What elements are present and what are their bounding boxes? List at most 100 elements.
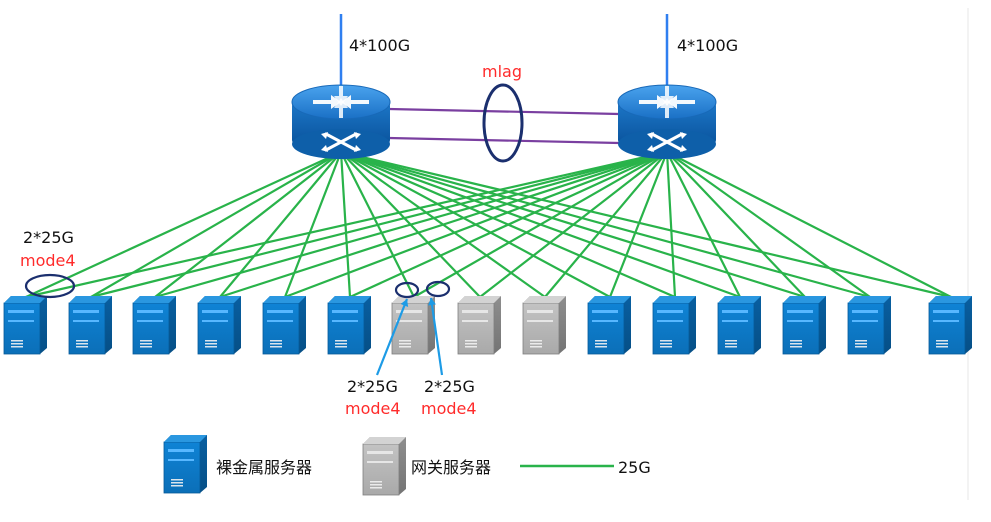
router-arrow-shape [680,145,687,152]
bare-metal-server [928,296,972,355]
server-grill [660,346,672,348]
link-25g-left-router [339,150,953,299]
routers-layer [291,84,717,159]
server-grill [11,340,23,342]
bare-metal-server [652,296,696,355]
legend-bare-metal-server-icon-shape [163,435,207,494]
router-arrow-shape [680,132,687,139]
link-25g-left-router [218,150,343,299]
router-cross-icon [647,132,687,152]
server-grill [76,343,88,345]
server-grill [855,346,867,348]
legend-gateway-server-icon-shape [362,437,406,496]
server-slot [527,320,553,322]
link-25g-right-router [89,150,669,299]
server-grill [205,340,217,342]
server-slot [592,320,618,322]
server-grill [660,340,672,342]
right-uplink-label: 4*100G [677,36,738,55]
server-slot [933,320,959,322]
server-grill [465,340,477,342]
server-slot [202,320,228,322]
server-grill [171,479,183,481]
mlag-bundle-ellipse [482,83,524,163]
server-slot [933,310,959,313]
router-arrow-shape [354,145,361,152]
server-slot [73,320,99,322]
bare-metal-server-top [653,296,696,303]
router-cross-line [324,132,358,152]
bare-metal-server [3,296,47,355]
bare-metal-server-top [718,296,761,303]
router-arrow-shape [639,95,667,109]
server-slot [657,310,683,313]
server-grill [936,343,948,345]
server-grill [335,346,347,348]
server-slot [8,310,34,313]
bare-metal-server-top [164,435,207,442]
link-25g-left-router [339,150,677,299]
gateway-bond-2-mode-label: mode4 [421,399,477,418]
server-grill [465,346,477,348]
server-grill [790,343,802,345]
link-25g-left-router [339,150,807,299]
link-25g-left-router [89,150,343,299]
right-router [617,84,717,159]
router-arrow-shape [660,98,674,118]
server-grill [11,343,23,345]
router-arrow-shape [647,145,654,152]
bare-metal-server-top [4,296,47,303]
router-base [292,129,390,159]
link-25g-left-router [153,150,343,299]
bare-metal-server-top [328,296,371,303]
server-slot [202,310,228,313]
server-grill [76,340,88,342]
server-slot [787,310,813,313]
left-bond-mode-label: mode4 [20,251,76,270]
server-grill [595,343,607,345]
server-grill [11,346,23,348]
bare-metal-server-top [263,296,306,303]
bare-metal-server [132,296,176,355]
left-bond-speed-label: 2*25G [23,228,74,247]
server-slot [267,310,293,313]
server-grill [171,485,183,487]
annotation-arrow-line [375,298,409,376]
router-arrows-icon [639,86,695,118]
server-grill [270,343,282,345]
server-slot [73,310,99,313]
left-router [291,84,391,159]
gateway-server-top [523,296,566,303]
link-25g-left-router [339,150,416,299]
server-slot [332,310,358,313]
legend-gateway-server-icon [362,437,406,496]
server-slot [137,320,163,322]
server-slot [332,320,358,322]
router-arrow-shape [321,145,328,152]
servers-layer [3,296,972,355]
bare-metal-server-top [198,296,241,303]
server-grill [399,346,411,348]
server-grill [399,340,411,342]
gateway-bond-2-arrow [428,297,444,376]
gateway-server [457,296,501,355]
server-grill [725,343,737,345]
left-uplink-label: 4*100G [349,36,410,55]
gateway-server-top [458,296,501,303]
annotations-layer [24,273,451,376]
router-base [618,129,716,159]
server-grill [936,340,948,342]
server-grill [171,482,183,484]
server-grill [855,343,867,345]
server-grill [530,340,542,342]
link-25g-right-router [665,150,677,299]
link-25g-left-router [339,150,742,299]
server-grill [725,340,737,342]
gateway-bond-2-speed-label: 2*25G [424,377,475,396]
bare-metal-server-top [783,296,826,303]
link-25g-left-router [283,150,343,299]
router-arrow-shape [667,95,695,109]
link-25g-left-router [24,150,343,299]
server-grill [140,346,152,348]
